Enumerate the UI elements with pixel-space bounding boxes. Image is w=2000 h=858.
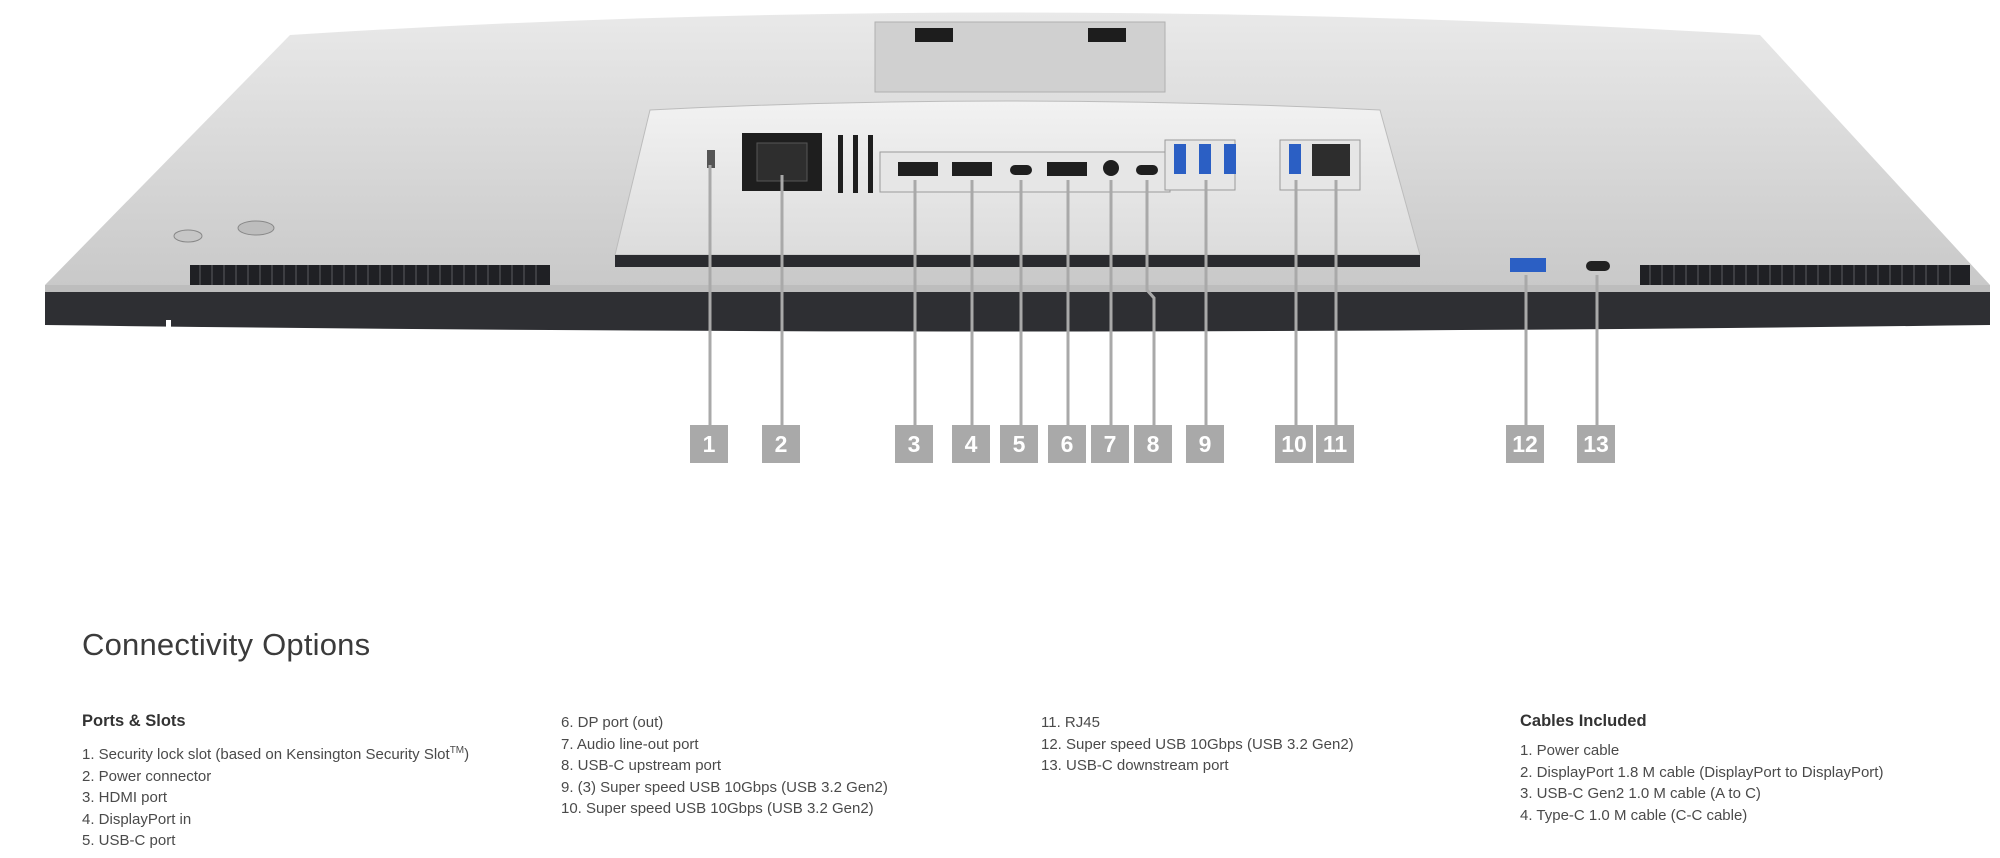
callout-7: 7 xyxy=(1091,425,1129,463)
list-item: 1. Security lock slot (based on Kensingt… xyxy=(82,745,470,763)
list-item: 1. Power cable xyxy=(1520,742,1620,759)
ports-heading: Ports & Slots xyxy=(82,712,186,730)
callout-6: 6 xyxy=(1048,425,1086,463)
ports-column-2: 6. DP port (out) 7. Audio line-out port … xyxy=(561,712,888,820)
ports-column-3: 11. RJ45 12. Super speed USB 10Gbps (USB… xyxy=(1041,712,1354,777)
callout-3: 3 xyxy=(895,425,933,463)
callout-8: 8 xyxy=(1134,425,1172,463)
list-item: 4. DisplayPort in xyxy=(82,810,192,828)
list-item: 3. USB-C Gen2 1.0 M cable (A to C) xyxy=(1520,785,1761,803)
list-item: 3. HDMI port xyxy=(82,789,168,807)
list-item: 6. DP port (out) xyxy=(561,714,664,731)
callout-5: 5 xyxy=(1000,425,1038,463)
trademark-mark: TM xyxy=(449,745,465,756)
list-item: 13. USB-C downstream port xyxy=(1041,757,1229,775)
cables-column: Cables Included 1. Power cable 2. Displa… xyxy=(1520,710,1883,826)
list-item: 10. Super speed USB 10Gbps (USB 3.2 Gen2… xyxy=(561,800,874,818)
section-title: Connectivity Options xyxy=(82,627,371,662)
callout-11: 11 xyxy=(1316,425,1354,463)
list-item: 2. DisplayPort 1.8 M cable (DisplayPort … xyxy=(1520,763,1884,781)
callout-13: 13 xyxy=(1577,425,1615,463)
list-item: 7. Audio line-out port xyxy=(561,735,699,753)
callout-10: 10 xyxy=(1275,425,1313,463)
list-item: 9. (3) Super speed USB 10Gbps (USB 3.2 G… xyxy=(561,778,888,796)
callout-4: 4 xyxy=(952,425,990,463)
cables-heading: Cables Included xyxy=(1520,712,1647,730)
callout-1: 1 xyxy=(690,425,728,463)
list-item: 8. USB-C upstream port xyxy=(561,757,722,775)
list-item: 2. Power connector xyxy=(82,767,212,785)
ports-column-1: Ports & Slots 1. Security lock slot (bas… xyxy=(82,710,469,852)
list-item: 12. Super speed USB 10Gbps (USB 3.2 Gen2… xyxy=(1041,735,1354,753)
list-item: 11. RJ45 xyxy=(1041,714,1100,731)
monitor-rear-illustration xyxy=(45,12,1990,425)
callout-9: 9 xyxy=(1186,425,1224,463)
list-item: 4. Type-C 1.0 M cable (C-C cable) xyxy=(1520,806,1748,824)
callout-12: 12 xyxy=(1506,425,1544,463)
callout-2: 2 xyxy=(762,425,800,463)
list-item: 5. USB-C port xyxy=(82,832,176,850)
